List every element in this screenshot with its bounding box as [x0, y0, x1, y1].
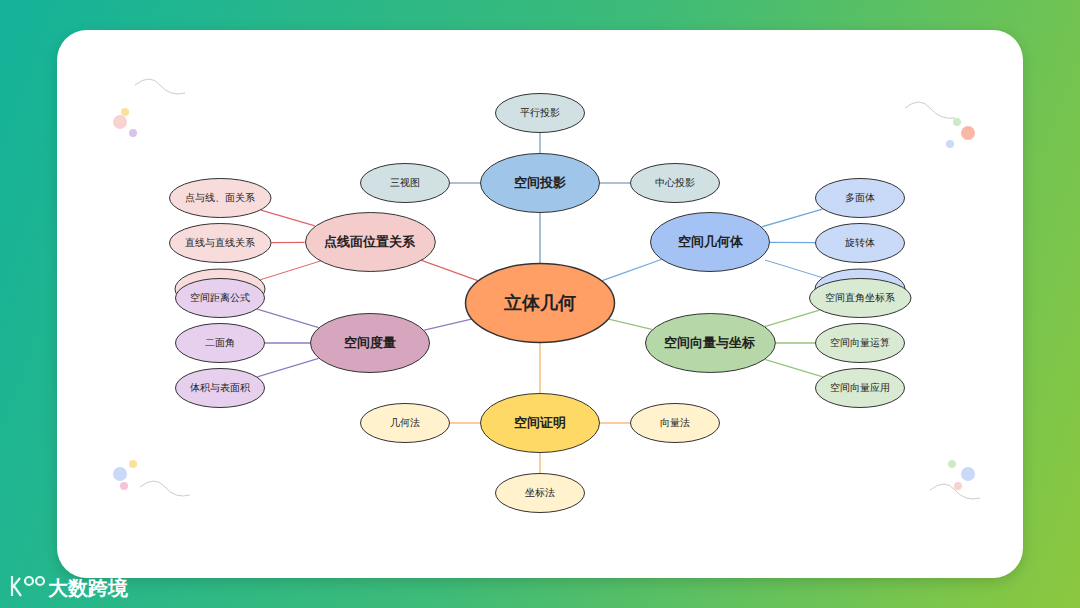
connector-line — [540, 343, 541, 393]
connector-line — [257, 309, 318, 327]
branch-ellipse: 空间证明 — [480, 393, 600, 453]
leaf-ellipse: 空间向量运算 — [815, 323, 905, 363]
leaf-ellipse: 空间距离公式 — [175, 278, 265, 318]
connector-line — [600, 183, 630, 184]
node-label: 旋转体 — [845, 236, 875, 250]
leaf-ellipse: 直线与直线关系 — [169, 223, 272, 263]
leaf-ellipse: 空间向量应用 — [815, 368, 905, 408]
node-label: 空间向量运算 — [830, 336, 890, 350]
connector-line — [602, 259, 661, 280]
connector-line — [600, 423, 630, 424]
connector-line — [762, 209, 823, 227]
leaf-ellipse: 体积与表面积 — [175, 368, 265, 408]
connector-line — [261, 210, 315, 226]
node-label: 直线与直线关系 — [185, 236, 255, 250]
node-label: 三视图 — [390, 176, 420, 190]
leaf-ellipse: 中心投影 — [630, 163, 720, 203]
connector-line — [609, 319, 652, 329]
node-label: 立体几何 — [504, 291, 576, 315]
branch-ellipse: 空间度量 — [310, 313, 430, 373]
node-label: 向量法 — [660, 416, 690, 430]
center-ellipse: 立体几何 — [465, 263, 615, 343]
node-label: 空间向量与坐标 — [664, 334, 755, 352]
watermark: 大数跨境 — [48, 575, 128, 602]
leaf-ellipse: 三视图 — [360, 163, 450, 203]
connector-line — [422, 260, 478, 280]
leaf-ellipse: 几何法 — [360, 403, 450, 443]
leaf-ellipse: 平行投影 — [495, 93, 585, 133]
leaf-ellipse: 向量法 — [630, 403, 720, 443]
node-label: 多面体 — [845, 191, 875, 205]
node-label: 点线面位置关系 — [324, 233, 415, 251]
connector-line — [770, 242, 815, 243]
branch-ellipse: 空间几何体 — [650, 212, 770, 272]
connector-line — [424, 319, 471, 330]
node-label: 体积与表面积 — [190, 381, 250, 395]
connector-line — [765, 310, 820, 326]
node-label: 空间距离公式 — [190, 291, 250, 305]
connector-line — [271, 242, 304, 243]
leaf-ellipse: 旋转体 — [815, 223, 905, 263]
node-label: 空间投影 — [514, 174, 566, 192]
branch-ellipse: 空间向量与坐标 — [645, 313, 776, 373]
node-label: 空间向量应用 — [830, 381, 890, 395]
node-label: 空间几何体 — [678, 233, 743, 251]
leaf-ellipse: 点与线、面关系 — [169, 178, 272, 218]
leaf-ellipse: 空间直角坐标系 — [809, 278, 912, 318]
connector-line — [450, 423, 480, 424]
connector-line — [540, 453, 541, 473]
node-label: 平行投影 — [520, 106, 560, 120]
leaf-ellipse: 坐标法 — [495, 473, 585, 513]
node-label: 点与线、面关系 — [185, 191, 255, 205]
connector-line — [265, 343, 310, 344]
connector-line — [257, 358, 318, 376]
branch-ellipse: 点线面位置关系 — [305, 212, 436, 272]
connector-line — [450, 183, 480, 184]
node-label: 中心投影 — [655, 176, 695, 190]
node-label: 空间直角坐标系 — [825, 291, 895, 305]
connector-line — [540, 213, 541, 263]
connector-line — [540, 133, 541, 153]
node-label: 几何法 — [390, 416, 420, 430]
leaf-ellipse: 多面体 — [815, 178, 905, 218]
node-label: 空间证明 — [514, 414, 566, 432]
connector-line — [765, 359, 823, 376]
node-label: 坐标法 — [525, 486, 555, 500]
node-label: 二面角 — [205, 336, 235, 350]
leaf-ellipse: 二面角 — [175, 323, 265, 363]
node-label: 空间度量 — [344, 334, 396, 352]
branch-ellipse: 空间投影 — [480, 153, 600, 213]
connector-line — [775, 343, 815, 344]
